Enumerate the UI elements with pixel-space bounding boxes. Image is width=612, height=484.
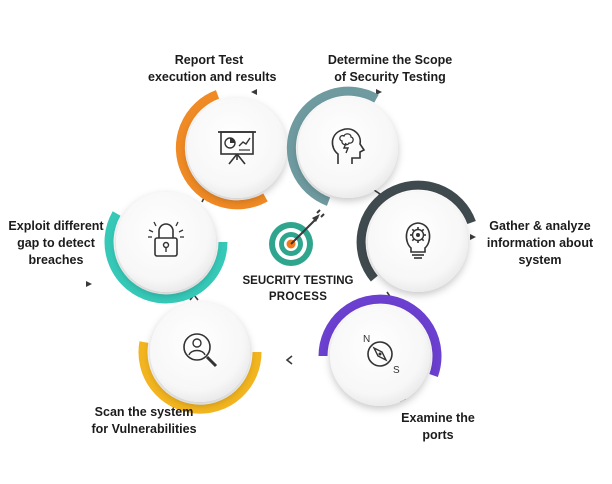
step-label-exploit-line2: gap to detect [17, 236, 95, 250]
step-disc-report [187, 98, 287, 198]
step-label-ports: Examine the ports [398, 410, 478, 444]
pointer-gather [470, 234, 476, 240]
step-ring-scan [138, 341, 262, 414]
step-label-scan: Scan the system for Vulnerabilities [82, 404, 206, 438]
step-label-scan-line1: Scan the system [94, 405, 194, 419]
step-label-exploit-line1: Exploit different [8, 219, 104, 233]
center-title-line1: SEUCRITY TESTING [242, 275, 354, 287]
step-node-scope [286, 86, 398, 206]
magnifier-user-icon [183, 333, 218, 368]
step-ring-scope [286, 86, 379, 206]
svg-text:N: N [363, 334, 370, 345]
center-title: SEUCRITY TESTING PROCESS [236, 274, 360, 305]
step-ring-gather [356, 180, 476, 282]
step-ring-report [175, 90, 268, 210]
target-arrow-icon [269, 209, 325, 266]
pointer-report [251, 89, 257, 95]
pointer-scope [376, 89, 382, 95]
step-node-report [175, 90, 287, 210]
center-title-line2: PROCESS [268, 291, 328, 303]
step-label-ports-line1: Examine the [401, 411, 475, 425]
step-node-scan [138, 302, 262, 414]
step-label-report-line1: Report Test [174, 53, 244, 67]
compass-icon: NS [363, 334, 400, 376]
svg-text:S: S [393, 365, 400, 376]
step-node-ports: NS [318, 294, 442, 406]
step-label-scope: Determine the Scope of Security Testing [326, 52, 454, 86]
step-label-report-line2: execution and results [148, 70, 277, 84]
step-label-exploit-line3: breaches [28, 253, 84, 267]
step-label-ports-line2: ports [422, 428, 454, 442]
step-label-gather-line1: Gather & analyze [489, 219, 591, 233]
step-disc-scan [150, 302, 250, 402]
step-disc-ports [330, 306, 430, 406]
presentation-chart-icon [218, 131, 256, 165]
step-label-exploit: Exploit different gap to detect breaches [2, 218, 110, 269]
step-label-gather: Gather & analyze information about syste… [482, 218, 598, 269]
step-label-gather-line2: information about [486, 236, 594, 250]
step-ring-exploit [104, 211, 228, 304]
step-node-exploit [104, 192, 228, 304]
step-node-gather [356, 180, 476, 292]
step-label-scope-line2: of Security Testing [334, 70, 446, 84]
pointer-exploit [86, 281, 92, 287]
step-nodes: NS [104, 86, 476, 414]
step-label-gather-line3: system [518, 253, 562, 267]
head-storm-icon [331, 128, 366, 164]
step-label-scan-line2: for Vulnerabilities [91, 422, 197, 436]
step-label-report: Report Test execution and results [148, 52, 277, 86]
lightbulb-gear-icon [405, 222, 431, 259]
arrow-ports-to-scan [285, 355, 293, 365]
step-label-scope-line1: Determine the Scope [327, 53, 453, 67]
step-ring-ports [318, 294, 442, 378]
padlock-icon [148, 221, 184, 257]
